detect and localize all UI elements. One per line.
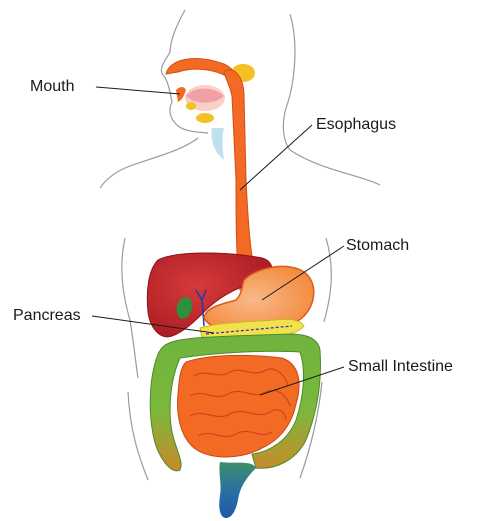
salivary-gland-sublingual <box>196 113 214 123</box>
salivary-gland-submandibular <box>186 102 196 110</box>
label-mouth: Mouth <box>30 78 74 96</box>
trachea <box>212 128 225 160</box>
torso-left-outline <box>122 238 138 378</box>
torso-right-outline <box>324 238 331 322</box>
hip-left-outline <box>128 392 148 480</box>
leader-line-mouth <box>96 87 180 94</box>
label-stomach: Stomach <box>346 237 409 255</box>
rectum <box>219 462 256 518</box>
leader-line-esophagus <box>240 125 312 190</box>
lips <box>176 87 186 102</box>
label-small-intestine: Small Intestine <box>348 358 453 376</box>
label-pancreas: Pancreas <box>13 307 81 325</box>
shoulder-left-outline <box>100 138 198 188</box>
neck-back-outline <box>283 14 380 185</box>
label-esophagus: Esophagus <box>316 116 396 134</box>
